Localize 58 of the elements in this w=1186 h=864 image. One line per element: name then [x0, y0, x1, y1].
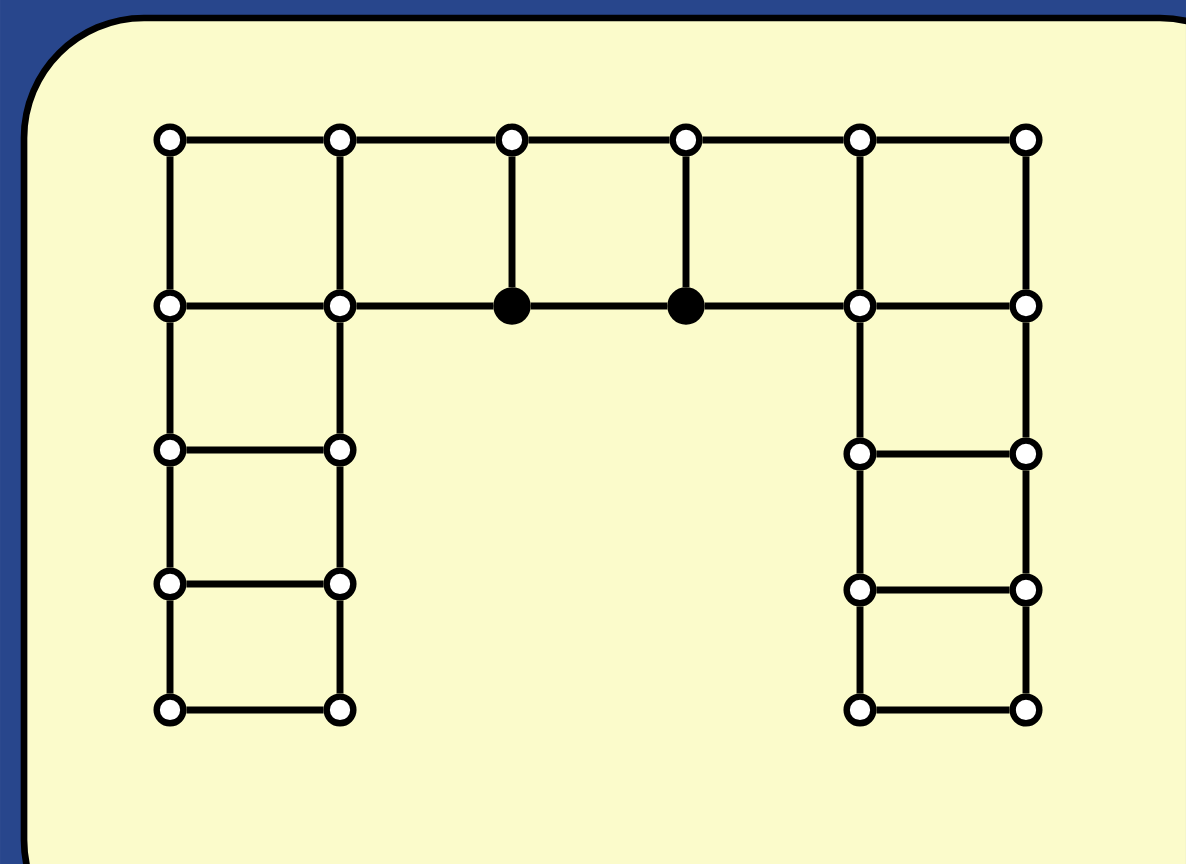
edge-line: [528, 136, 670, 144]
vertex: [153, 433, 187, 467]
vertex: [843, 289, 877, 323]
vertex: [843, 693, 877, 727]
edge-line: [186, 446, 324, 454]
edge-line: [856, 156, 864, 290]
vertex: [667, 287, 705, 325]
edge-line: [336, 466, 344, 568]
vertex: [843, 573, 877, 607]
edge-line: [336, 322, 344, 434]
edge-line: [186, 302, 324, 310]
edge-line: [336, 600, 344, 694]
edge-line: [356, 136, 496, 144]
edge-line: [1022, 322, 1030, 438]
edge-line: [876, 450, 1010, 458]
vertex: [1009, 573, 1043, 607]
vertex: [323, 693, 357, 727]
vertex: [1009, 289, 1043, 323]
edge-line: [856, 322, 864, 438]
edge-line: [166, 156, 174, 290]
edge-line: [166, 322, 174, 434]
vertex: [843, 123, 877, 157]
edge-line: [186, 580, 324, 588]
edge-line: [1022, 470, 1030, 574]
edge-line: [356, 302, 494, 310]
edge-line: [1022, 156, 1030, 290]
edge-line: [704, 302, 844, 310]
edge-line: [1022, 606, 1030, 694]
edge-line: [186, 706, 324, 714]
edge-line: [682, 156, 690, 288]
edge-line: [856, 470, 864, 574]
vertex: [1009, 693, 1043, 727]
vertex: [495, 123, 529, 157]
edge-line: [876, 136, 1010, 144]
edge-line: [856, 606, 864, 694]
edge-line: [876, 706, 1010, 714]
vertex: [843, 437, 877, 471]
vertex: [153, 123, 187, 157]
vertex: [153, 693, 187, 727]
edge-line: [702, 136, 844, 144]
vertex: [323, 567, 357, 601]
edge-line: [186, 136, 324, 144]
vertex: [493, 287, 531, 325]
edge-line: [166, 600, 174, 694]
vertex: [323, 433, 357, 467]
vertex: [1009, 437, 1043, 471]
vertex: [153, 289, 187, 323]
vertex: [323, 123, 357, 157]
edge-line: [336, 156, 344, 290]
edge-line: [876, 302, 1010, 310]
edge-line: [166, 466, 174, 568]
edge-line: [508, 156, 516, 288]
edge-line: [876, 586, 1010, 594]
vertex: [669, 123, 703, 157]
vertex: [323, 289, 357, 323]
vertex: [153, 567, 187, 601]
edge-line: [530, 302, 668, 310]
vertex: [1009, 123, 1043, 157]
